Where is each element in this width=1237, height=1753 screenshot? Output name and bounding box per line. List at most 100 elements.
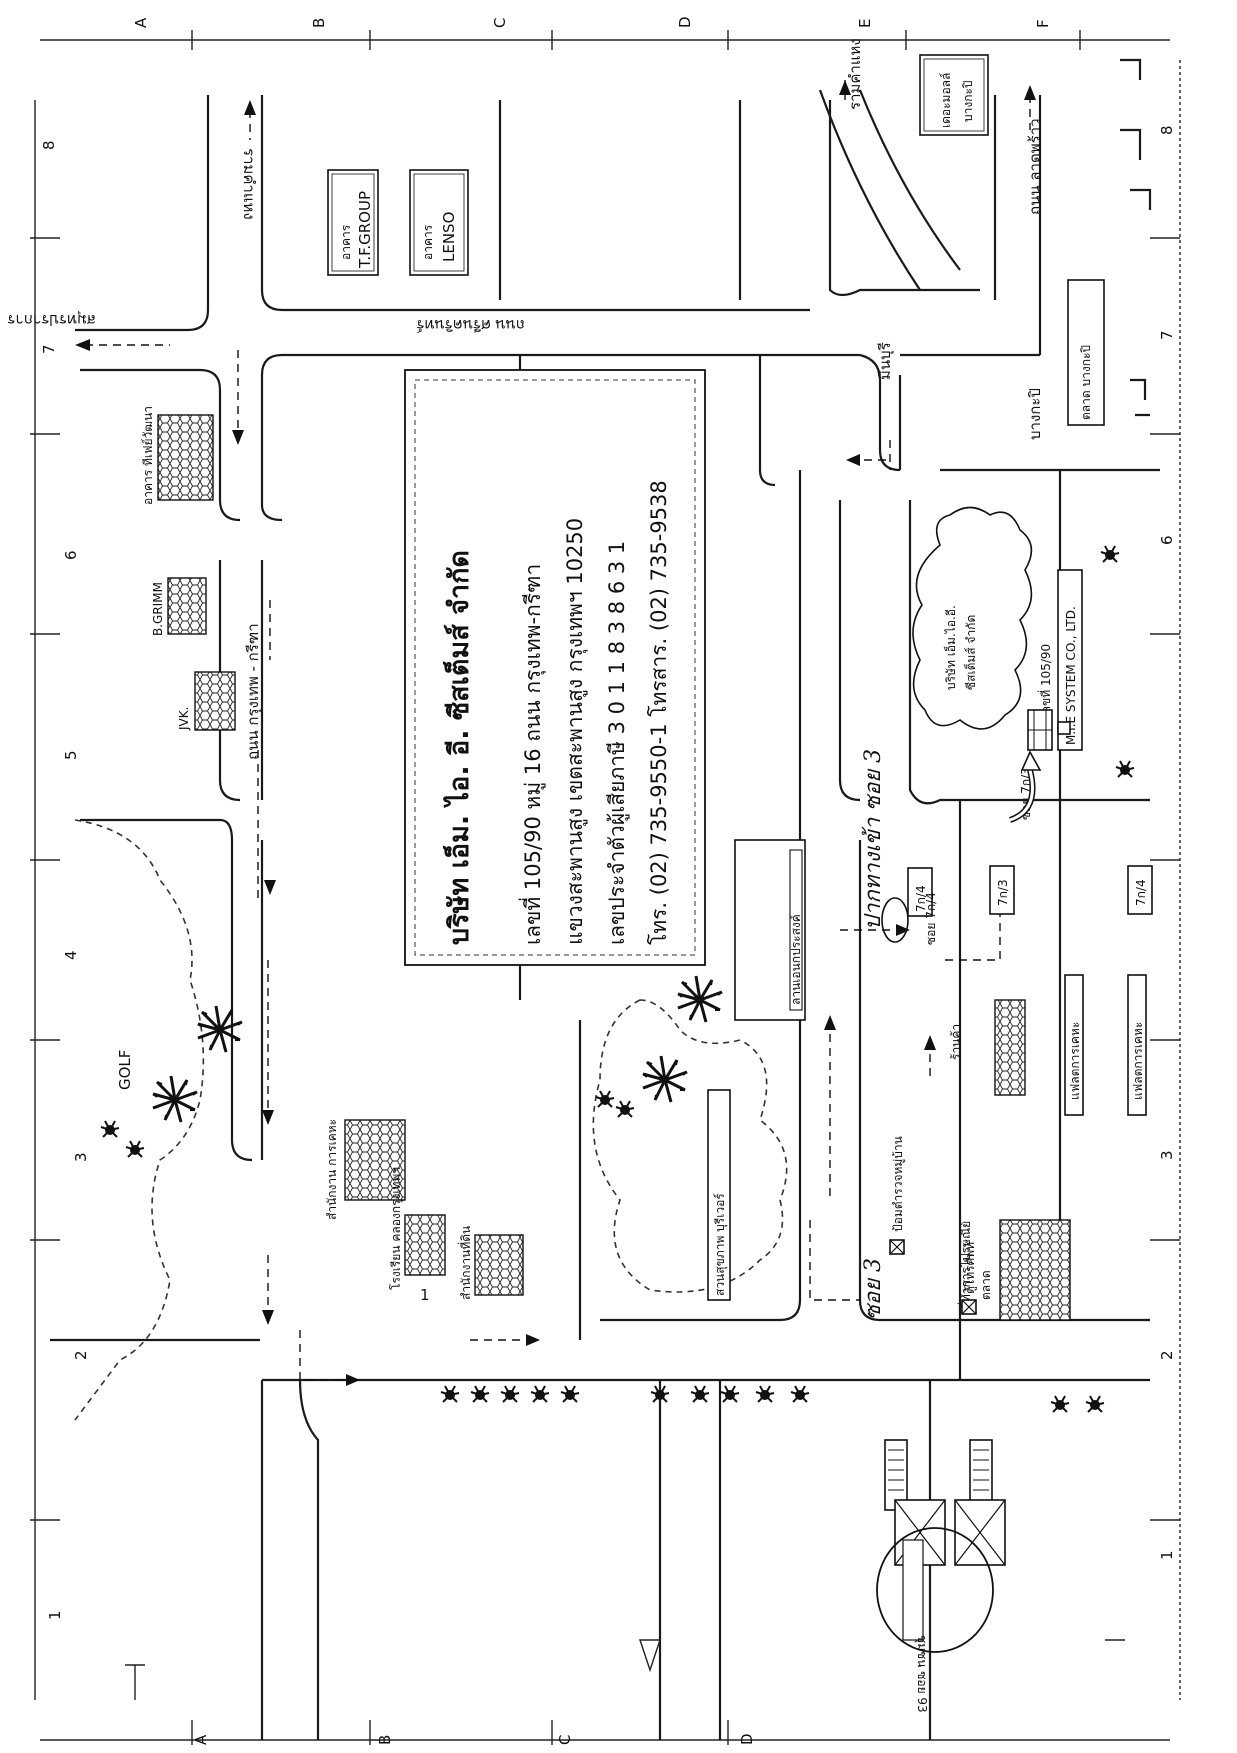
road-lat-phrao: ถนน ลาดพร้าว [1026,118,1044,215]
building-shop: ร้านค้า [949,999,1026,1096]
grid-letters-bottom: A B C D [192,1733,756,1745]
svg-text:T.F.GROUP: T.F.GROUP [356,191,374,269]
svg-text:อาคาร: อาคาร [339,224,353,260]
svg-text:ลานเอนกประสงค์: ลานเอนกประสงค์ [789,914,803,1005]
grid-letters-top: A B C D E F [132,16,1052,28]
svg-text:ตลาด บางกะปิ: ตลาด บางกะปิ [1079,345,1093,420]
road-network [50,89,1160,1740]
svg-text:8: 8 [40,140,58,150]
callout-line1: บริษัท เอ็ม.ไอ.อี. [943,605,958,690]
park-area: สวนสุขภาพ บุรีเวอร์ [592,974,788,1301]
svg-text:บางกะปิ: บางกะปิ [961,80,975,122]
golf-course: GOLF [74,819,244,1421]
svg-text:B: B [376,1735,394,1745]
golf-label: GOLF [116,1050,134,1090]
svg-text:1: 1 [46,1610,64,1620]
parked-vehicles [884,1439,993,1511]
svg-text:7ก/4: 7ก/4 [914,885,928,912]
building-flats-2: แฟลตการเคหะ [1127,974,1147,1116]
road-srinakarin: ถนน ศรีนครินทร์ [417,316,525,334]
svg-text:1: 1 [1158,1550,1176,1560]
building-bangkapi-market: ตลาด บางกะปิ [1067,279,1105,426]
svg-text:3: 3 [72,1152,90,1162]
corner-marks [125,1639,1125,1700]
svg-text:7ก/4: 7ก/4 [1134,879,1148,906]
svg-text:6: 6 [1158,535,1176,545]
svg-text:7: 7 [1158,330,1176,340]
svg-text:F: F [1034,19,1052,28]
svg-text:4: 4 [62,950,80,960]
company-title: บริษัท เอ็ม. ไอ. อี. ซีสเต็มส์ จำกัด [441,550,475,945]
svg-text:5: 5 [62,750,80,760]
road-krungthep-kreetha: ถนน กรุงเทพ - กรีฑา [244,623,263,760]
building-jvk: JVK. [177,671,236,731]
svg-text:B.GRIMM: B.GRIMM [151,582,165,636]
svg-text:2: 2 [1158,1350,1176,1360]
community-oval: ชุมชน ซอย 93 [876,1527,994,1713]
svg-text:7ก/3: 7ก/3 [996,879,1010,906]
soi3-note: ซอย 3 [861,1258,886,1320]
building-bgrimm: B.GRIMM [151,577,207,636]
svg-text:สำนักงาน การเคหะ: สำนักงาน การเคหะ [325,1119,339,1220]
svg-text:2: 2 [72,1350,90,1360]
svg-text:LENSO: LENSO [440,212,458,262]
svg-text:B: B [310,18,328,28]
svg-text:อาคาร: อาคาร [421,224,435,260]
company-address-line2: แขวงสะพานสูง เขตสะพานสูง กรุงเทพฯ 10250 [563,518,588,945]
road-labels: รามคำแหง สมุทรปราการ ถนน ศรีนครินทร์ ราม… [7,38,1044,760]
svg-text:3: 3 [1158,1150,1176,1160]
svg-text:ป้อมตำรวจหมู่บ้าน: ป้อมตำรวจหมู่บ้าน [891,1136,906,1232]
svg-text:แฟลตการเคหะ: แฟลตการเคหะ [1131,1022,1145,1100]
road-ramkhamhaeng-top: รามคำแหง [240,148,258,220]
svg-text:C: C [556,1735,574,1745]
svg-text:C: C [491,18,509,28]
soi-labels: 7ก/4 7ก/3 7ก/4 ซอย 7ก/3 ซอย 7ก/4 [907,767,1153,945]
company-info-box: บริษัท เอ็ม. ไอ. อี. ซีสเต็มส์ จำกัด เลข… [404,369,706,966]
svg-text:JVK.: JVK. [177,707,191,731]
mie-sign: M.I.E SYSTEM CO., LTD. [1064,606,1078,745]
grid-numbers-left: 1 2 3 4 5 6 7 8 [40,140,90,1620]
callout-line2: ซีสเต็มส์ จำกัด [963,615,978,690]
svg-text:ตลาด: ตลาด [979,1270,993,1300]
road-bangkapi: บางกะปิ [1026,388,1044,440]
police-box: ป้อมตำรวจหมู่บ้าน [889,1136,906,1255]
building-the-mall: เดอะมอลล์ บางกะปิ [919,54,989,136]
handwritten-notes: ปากทางเข้า ซอย 3 ซอย 3 [861,749,909,1320]
multipurpose-ground: ลานเอนกประสงค์ [734,839,806,1021]
building-flats-1: แฟลตการเคหะ [1064,974,1084,1116]
company-location-marker: บริษัท เอ็ม.ไอ.อี. ซีสเต็มส์ จำกัด M.I.E… [912,506,1083,823]
svg-text:6: 6 [62,550,80,560]
building-land-office: สำนักงานที่ดิน [457,1226,524,1300]
svg-text:ร้านค้า: ร้านค้า [949,1024,963,1060]
svg-text:A: A [132,17,150,28]
svg-text:อาคาร ทีเฟย์วัฒนา: อาคาร ทีเฟย์วัฒนา [141,406,155,505]
svg-text:แฟลตการเคหะ: แฟลตการเคหะ [1068,1022,1082,1100]
svg-text:A: A [192,1734,210,1745]
road-ramkhamhaeng-right: รามคำแหง [846,38,864,110]
school-marker: 1 [420,1286,430,1304]
misc-marks-right [1120,58,1152,417]
svg-text:ซอย 7ก/4: ซอย 7ก/4 [924,892,938,945]
svg-text:ที่ทำการไปรษณีย์: ที่ทำการไปรษณีย์ [957,1221,973,1310]
building-school: โรงเรียน คลองกรุงเทพฯ 1 [389,1167,446,1304]
entrance-note: ปากทางเข้า ซอย 3 [861,749,886,930]
building-market-lower: ตลาด ที่ทำการไปรษณีย์ [957,1219,1071,1321]
company-address-line1: เลขที่ 105/90 หมู่ 16 ถนน กรุงเทพ-กรีฑา [518,564,546,945]
road-minburi: มีนบุรี [876,342,895,380]
building-thai-vattana: อาคาร ทีเฟย์วัฒนา [141,406,214,505]
bus-stop-shelters [894,1499,1006,1566]
traffic-flow-arrows [75,80,1036,1386]
company-tax-id: เลขประจำตัวผู้เสียภาษี 3 0 1 1 8 3 8 6 3… [605,541,630,945]
svg-text:E: E [856,19,874,28]
svg-text:เดอะมอลล์: เดอะมอลล์ [939,73,953,128]
grid-numbers-right: 1 2 3 6 7 8 [1158,125,1176,1560]
svg-text:ชุมชน ซอย 93: ชุมชน ซอย 93 [914,1635,929,1713]
grid-frame [30,30,1181,1745]
company-phone-fax: โทร. (02) 735-9550-1 โทรสาร. (02) 735-95… [647,480,671,945]
svg-text:สวนสุขภาพ บุรีเวอร์: สวนสุขภาพ บุรีเวอร์ [713,1193,728,1296]
building-lenso: อาคาร LENSO [409,169,469,276]
svg-text:D: D [738,1733,756,1745]
phone-booth: ตู้โทรศัพท์ [961,1242,978,1315]
building-office-housing: สำนักงาน การเคหะ [325,1119,406,1220]
